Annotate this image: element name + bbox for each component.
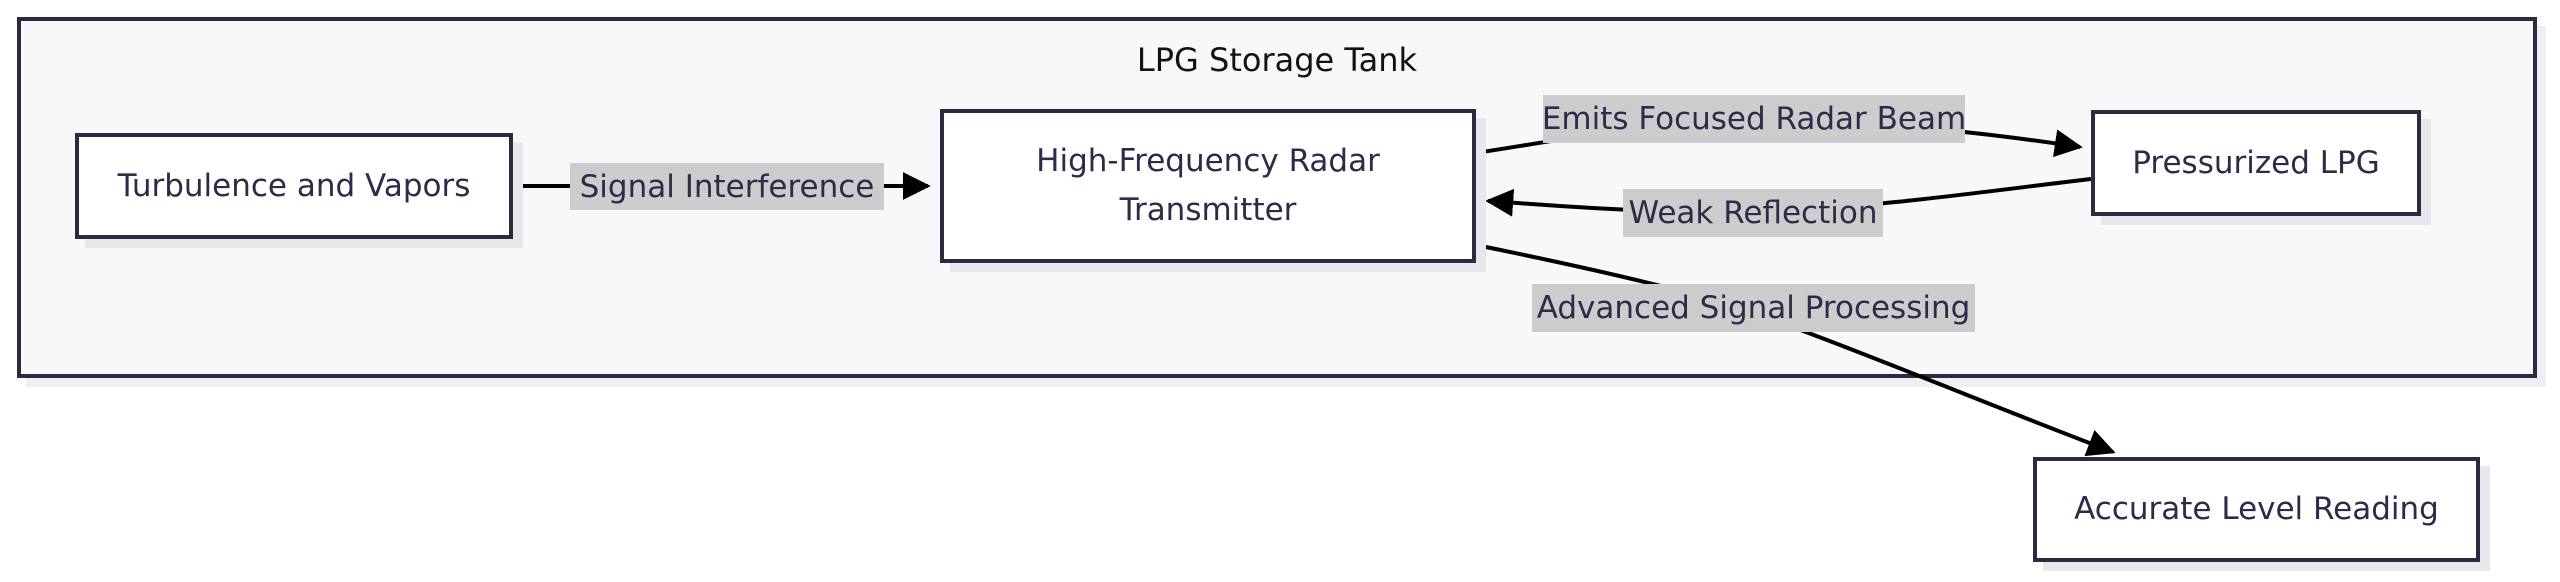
edge-label-signal-interference: Signal Interference bbox=[570, 163, 884, 210]
node-label: Accurate Level Reading bbox=[2074, 491, 2439, 527]
edge-label-emits-radar-beam: Emits Focused Radar Beam bbox=[1542, 95, 1966, 143]
node-turbulence-and-vapors: Turbulence and Vapors bbox=[75, 133, 513, 239]
cluster-title: LPG Storage Tank bbox=[1136, 41, 1418, 79]
node-label: Pressurized LPG bbox=[2132, 144, 2380, 181]
edge-label-weak-reflection: Weak Reflection bbox=[1623, 189, 1883, 237]
node-accurate-level-reading: Accurate Level Reading bbox=[2033, 457, 2480, 562]
node-label: High-Frequency Radar Transmitter bbox=[1036, 143, 1380, 228]
node-label: Turbulence and Vapors bbox=[117, 167, 471, 204]
edge-label-advanced-signal-processing: Advanced Signal Processing bbox=[1532, 284, 1975, 332]
node-pressurized-lpg: Pressurized LPG bbox=[2091, 110, 2421, 216]
edge-advanced-signal-processing bbox=[1475, 243, 2116, 457]
node-high-frequency-radar-transmitter: High-Frequency Radar Transmitter bbox=[940, 109, 1476, 263]
